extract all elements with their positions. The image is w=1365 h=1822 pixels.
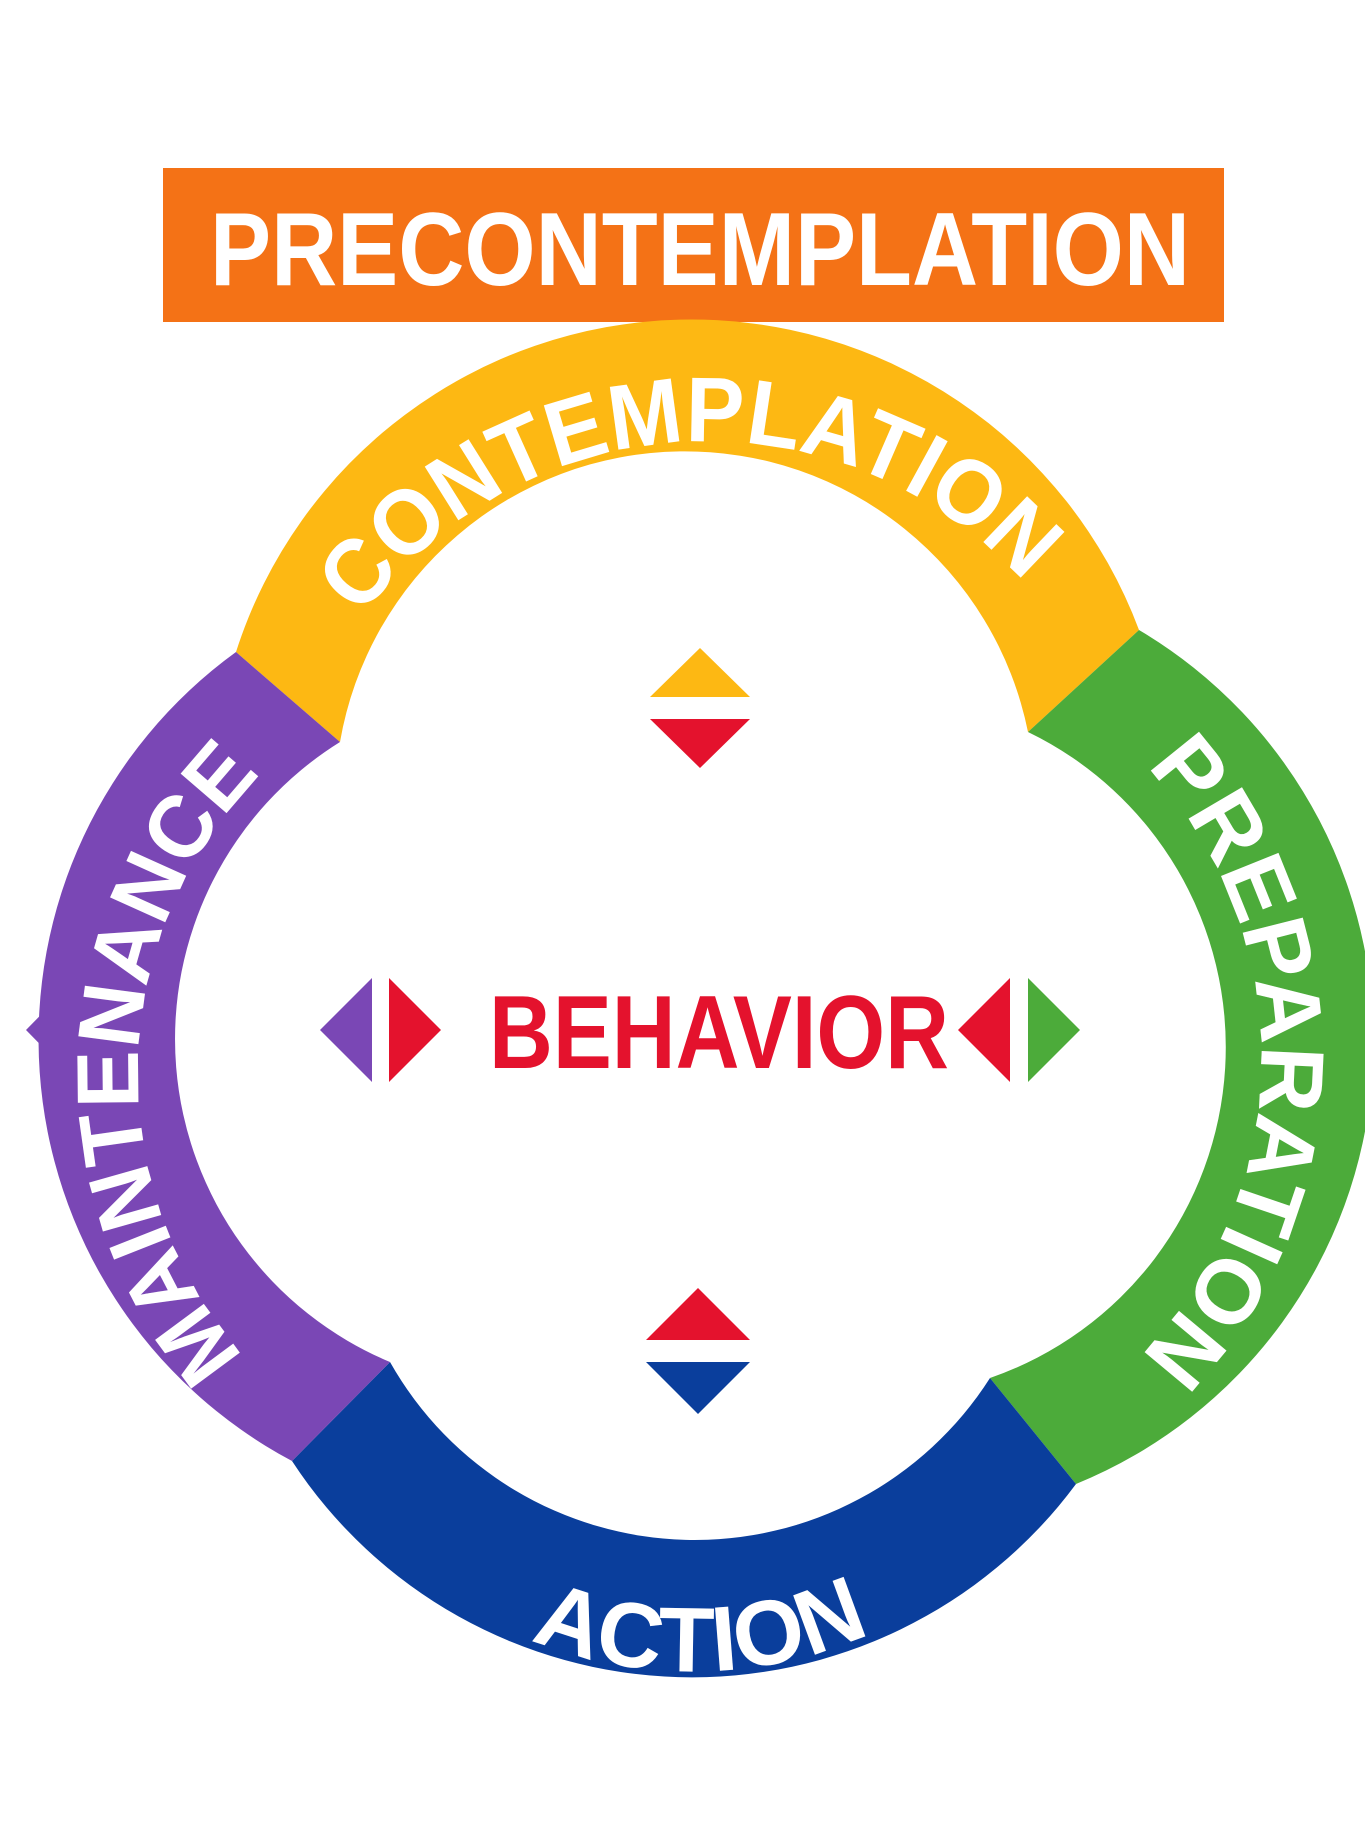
precontemplation-box: PRECONTEMPLATION [163, 168, 1224, 388]
right-diamond-left-half [958, 978, 1010, 1082]
right-diamond-icon [958, 978, 1080, 1082]
maintenance-segment [38, 652, 390, 1461]
bottom-diamond-upper [646, 1288, 750, 1340]
behavior-label: BEHAVIOR [489, 975, 949, 1091]
action-segment [292, 1362, 1076, 1678]
precontemplation-label: PRECONTEMPLATION [210, 192, 1190, 308]
bottom-diamond-icon [646, 1288, 750, 1414]
top-diamond-icon [650, 648, 750, 768]
left-diamond-right-half [389, 978, 441, 1082]
right-diamond-right-half [1028, 978, 1080, 1082]
bottom-diamond-lower [646, 1362, 750, 1414]
outer-left-arrow-icon [26, 978, 77, 1082]
preparation-segment [990, 630, 1365, 1484]
precontemplation-box-bg [163, 168, 1224, 322]
left-diamond-icon [320, 978, 441, 1082]
contemplation-segment [236, 319, 1139, 742]
top-diamond-lower [650, 719, 750, 768]
top-diamond-upper [650, 648, 750, 697]
left-diamond-left-half [320, 978, 372, 1082]
